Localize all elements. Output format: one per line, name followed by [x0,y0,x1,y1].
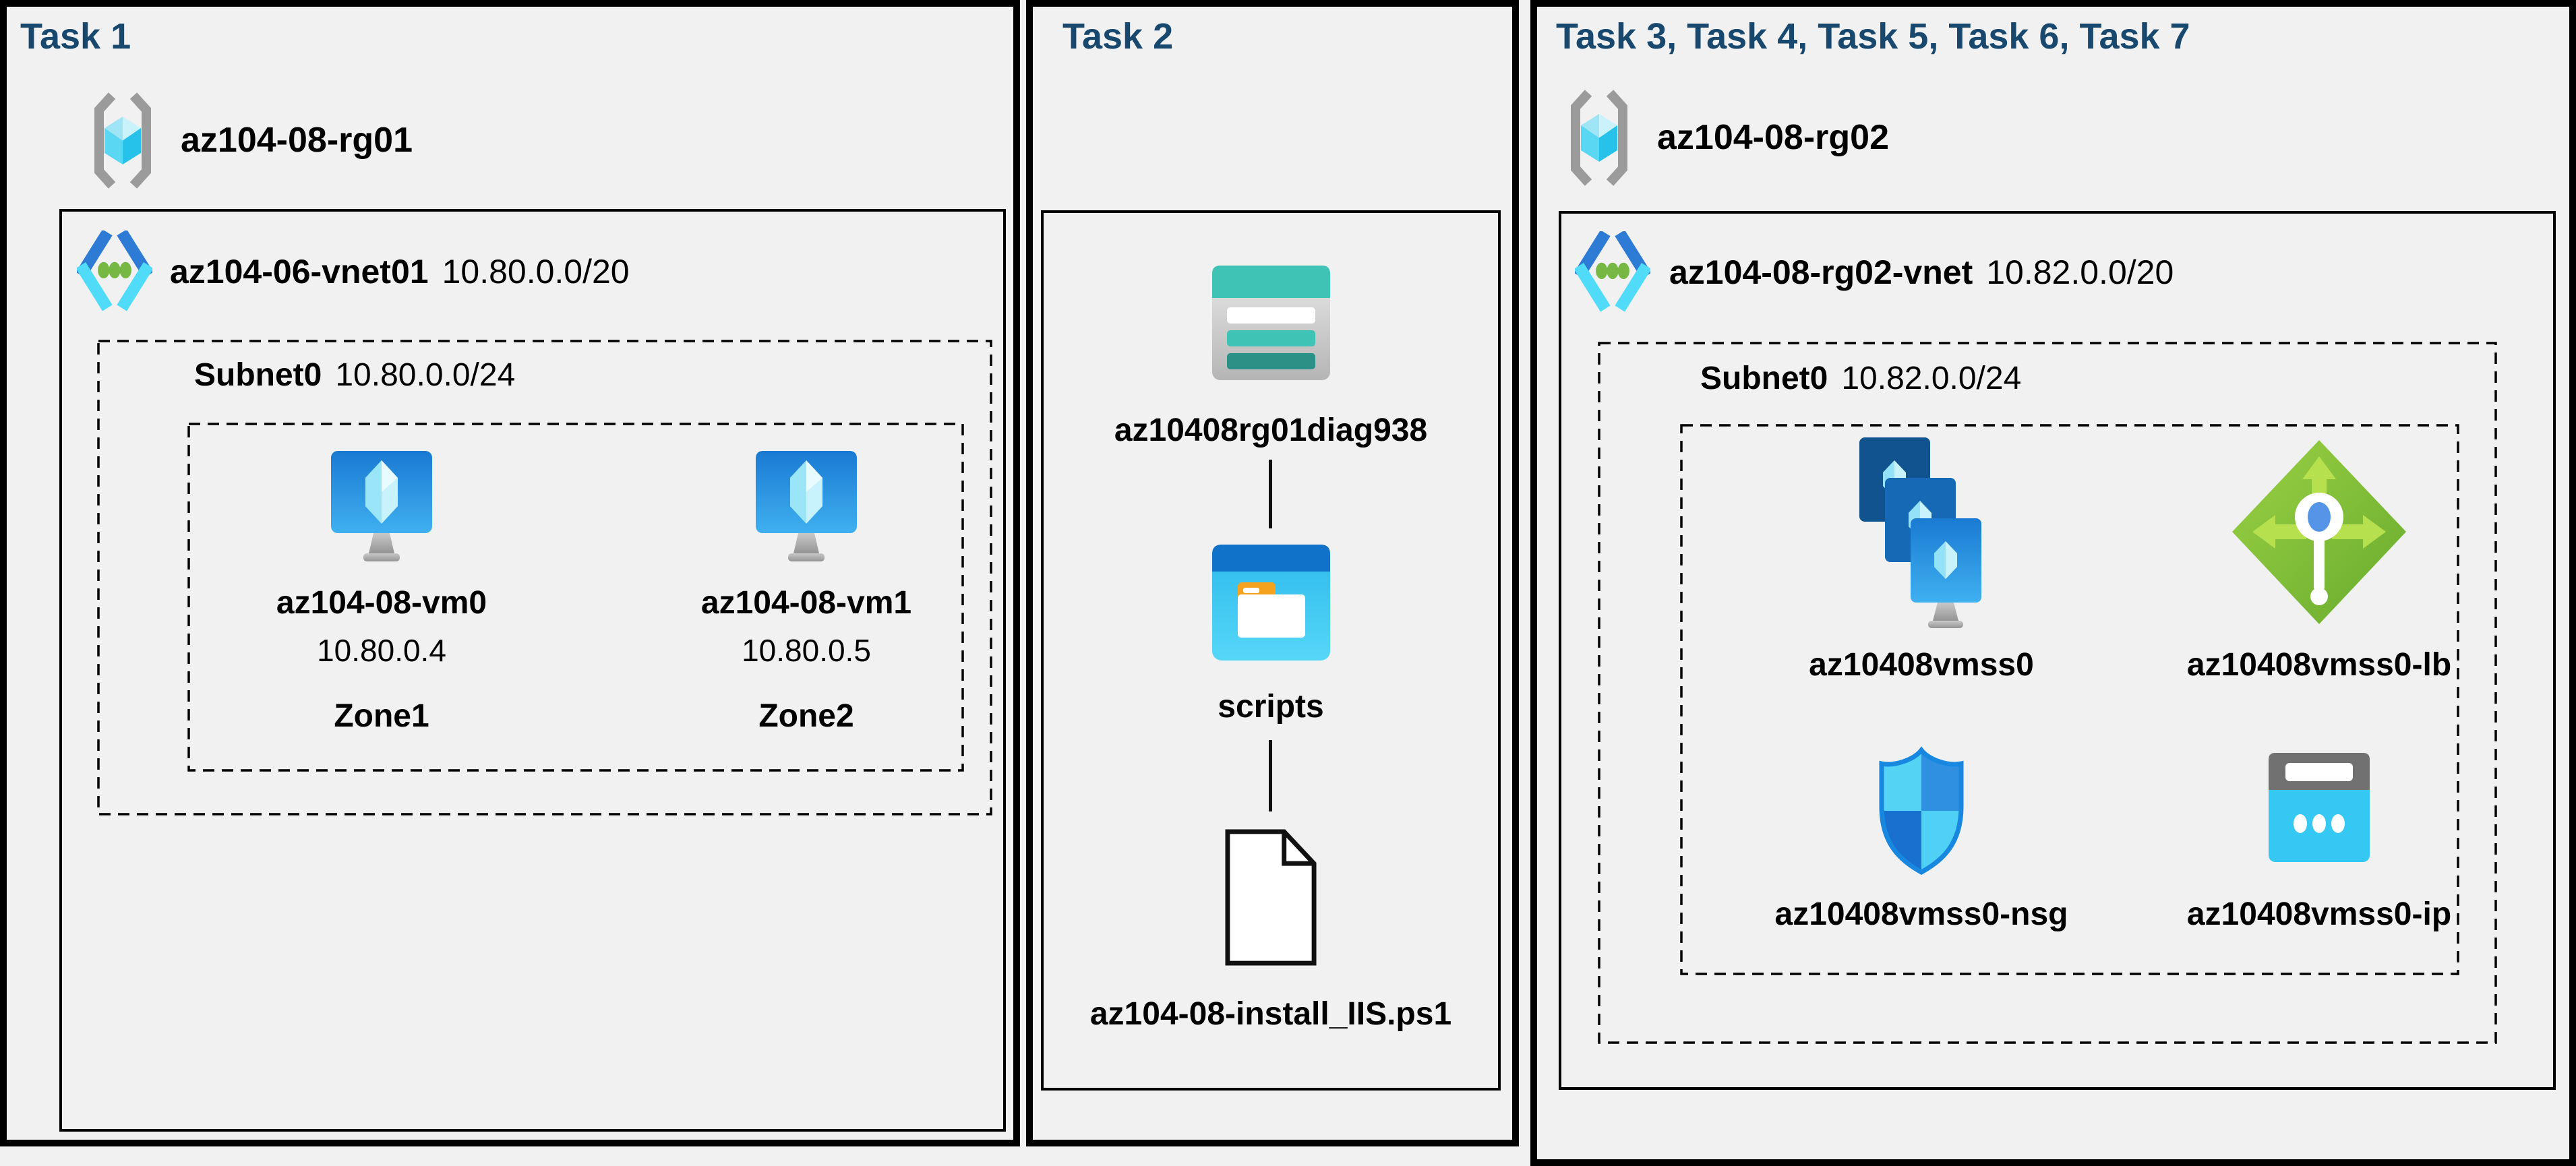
panel-tasks3-7: Task 3, Task 4, Task 5, Task 6, Task 7 a… [1530,0,2576,1166]
vm-name: az104-08-vm1 [700,585,912,621]
resource-group-inner-box [1680,424,2459,975]
panel-title: Task 1 [20,16,131,57]
vnet-cidr: 10.82.0.0/20 [1986,253,2174,291]
script-file-name: az104-08-install_IIS.ps1 [1089,996,1452,1032]
connector-line [1269,740,1272,811]
resource-group-name: az104-08-rg02 [1657,118,1889,157]
connector-line [1269,460,1272,528]
vnet-label: az104-08-rg02-vnet 10.82.0.0/20 [1669,251,2174,293]
vm-group-box [187,423,964,772]
container-name: scripts [1218,689,1324,725]
resource-group-icon [94,92,151,189]
resource-item: az10408vmss0-nsg [1719,745,2124,947]
vm-zone: Zone2 [758,698,854,734]
resource-group-icon [1571,89,1627,186]
virtual-network-icon [77,231,152,311]
blob-container-icon [1212,545,1330,661]
subnet-cidr: 10.82.0.0/24 [1841,361,2022,396]
vm-name: az104-08-vm0 [276,585,487,621]
vm-item: az104-08-vm0 10.80.0.4 Zone1 [274,451,489,741]
panel-title: Task 3, Task 4, Task 5, Task 6, Task 7 [1556,16,2190,57]
vnet-name: az104-06-vnet01 [170,253,429,290]
subnet-name: Subnet0 [1700,361,1828,396]
storage-account-name: az10408rg01diag938 [1114,412,1428,448]
resource-name: az10408vmss0-ip [2186,896,2452,932]
resource-group: az104-08-rg01 [89,90,413,190]
public-ip-icon [2269,753,2370,862]
vm-ip: 10.80.0.5 [742,633,871,668]
storage-box: az10408rg01diag938 scripts az104-08-inst… [1041,210,1501,1091]
resource-group: az104-08-rg02 [1565,88,1889,187]
network-security-group-icon [1879,746,1964,875]
subnet-name: Subnet0 [194,357,322,393]
resource-item: az10408vmss0 [1719,437,2124,694]
panel-task2: Task 2 az10408rg01diag938 scripts [1026,0,1519,1146]
vnet-box: az104-06-vnet01 10.80.0.0/20 Subnet0 10.80… [59,209,1006,1132]
virtual-network-icon [1575,231,1650,312]
resource-group-name: az104-08-rg01 [181,121,413,160]
storage-account-icon [1212,266,1330,380]
vnet-name: az104-08-rg02-vnet [1669,253,1973,291]
load-balancer-icon [2232,440,2406,624]
vm-zone: Zone1 [334,698,429,734]
resource-item: az10408vmss0-lb [2117,436,2521,692]
resource-name: az10408vmss0 [1809,647,2034,683]
vm-scale-set-icon [1859,437,1981,628]
virtual-machine-icon [331,451,432,561]
resource-name: az10408vmss0-nsg [1774,896,2068,932]
subnet-box [1598,342,2497,1044]
file-icon [1225,829,1317,966]
subnet-label: Subnet0 10.82.0.0/24 [1700,358,2021,400]
vm-item: az104-08-vm1 10.80.0.5 Zone2 [698,451,914,741]
panel-task1: Task 1 az104-08-rg01 [0,0,1020,1146]
virtual-machine-icon [756,451,857,561]
resource-name: az10408vmss0-lb [2186,647,2452,683]
subnet-box [97,340,992,816]
vnet-cidr: 10.80.0.0/20 [442,253,630,290]
resource-item: az10408vmss0-ip [2117,753,2521,948]
vnet-label: az104-06-vnet01 10.80.0.0/20 [170,251,630,293]
vnet-box: az104-08-rg02-vnet 10.82.0.0/20 Subnet0 10… [1559,211,2556,1090]
vm-ip: 10.80.0.4 [317,633,446,668]
subnet-cidr: 10.80.0.0/24 [335,357,516,393]
panel-title: Task 2 [1062,16,1174,57]
subnet-label: Subnet0 10.80.0.0/24 [194,355,515,396]
